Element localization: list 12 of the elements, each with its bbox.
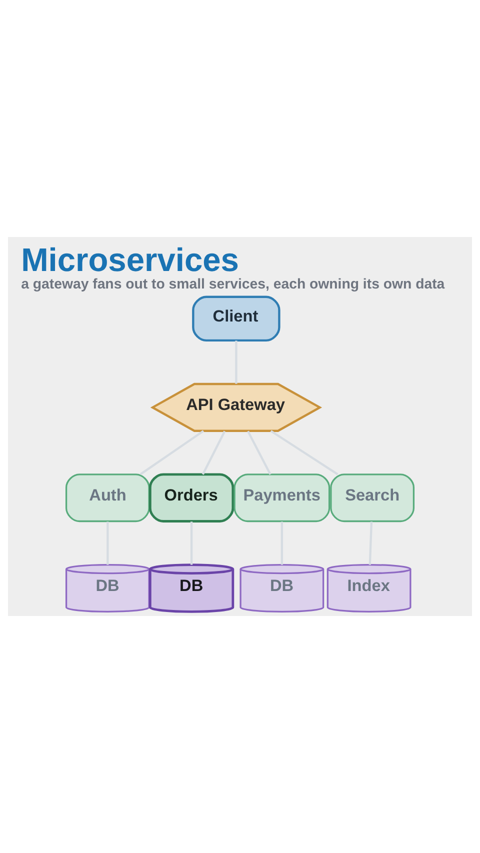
node-box: Client [192, 296, 280, 342]
connector [202, 430, 226, 475]
connector [140, 430, 204, 476]
node-box: Auth [65, 474, 150, 522]
node-box: Search [330, 474, 415, 522]
diagram-title: Microservices [21, 240, 239, 278]
node-box: Payments [234, 474, 330, 522]
connector [368, 522, 373, 565]
connector [270, 430, 338, 476]
node-box: Orders [148, 473, 234, 522]
connector [247, 430, 272, 475]
caption: a gateway fans out to small services, each owning its own data [21, 276, 445, 292]
